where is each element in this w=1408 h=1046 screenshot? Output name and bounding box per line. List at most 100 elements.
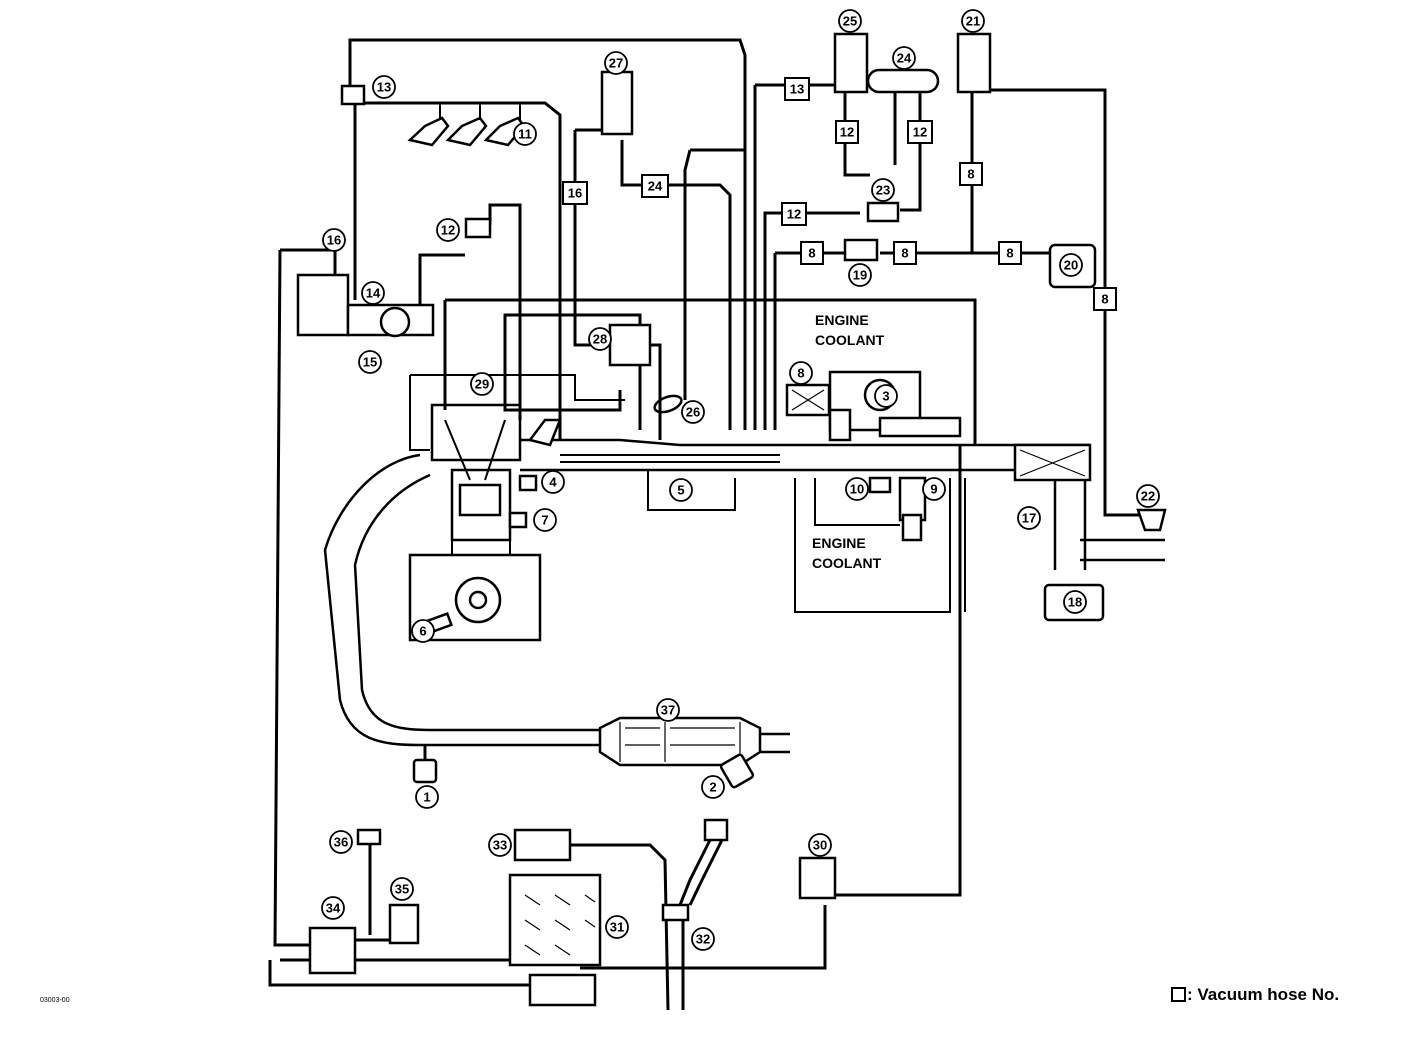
- solenoid-21: [956, 32, 992, 94]
- callout-16: 16: [322, 228, 346, 252]
- svg-text:34: 34: [326, 901, 341, 916]
- svg-text:31: 31: [610, 920, 624, 935]
- oxygen-sensor-rear: [719, 753, 755, 789]
- solenoid-30: [798, 856, 837, 900]
- sensor-7: [508, 511, 528, 529]
- hose-label-8-c: 8: [998, 241, 1022, 265]
- callout-3: 3: [874, 384, 898, 408]
- svg-text:29: 29: [475, 377, 489, 392]
- engine-coolant-label-bottom-2: COOLANT: [812, 555, 882, 571]
- callout-13: 13: [372, 75, 396, 99]
- thermo-valve: [901, 513, 923, 542]
- hose-label-8-e: 8: [1093, 287, 1117, 311]
- callout-1: 1: [415, 785, 439, 809]
- callout-34: 34: [321, 896, 345, 920]
- svg-text:33: 33: [493, 838, 507, 853]
- svg-text:21: 21: [966, 14, 980, 29]
- check-valve-23: [866, 201, 900, 223]
- svg-text:37: 37: [661, 703, 675, 718]
- engine: [408, 374, 625, 642]
- callout-21: 21: [961, 9, 985, 33]
- svg-text:17: 17: [1022, 511, 1036, 526]
- callout-32: 32: [691, 927, 715, 951]
- svg-text:6: 6: [419, 624, 426, 639]
- callout-27: 27: [604, 51, 628, 75]
- svg-text:3: 3: [882, 389, 889, 404]
- callout-2: 2: [701, 775, 725, 799]
- pressure-regulator-16: [296, 273, 350, 337]
- svg-text:11: 11: [518, 127, 532, 142]
- callout-37: 37: [656, 698, 680, 722]
- legend: : Vacuum hose No.: [1171, 985, 1339, 1004]
- svg-text:8: 8: [967, 167, 974, 182]
- callout-36: 36: [329, 830, 353, 854]
- svg-text:12: 12: [913, 125, 927, 140]
- callout-31: 31: [605, 915, 629, 939]
- check-valve-19: [843, 238, 879, 262]
- sensor-28: [608, 323, 652, 367]
- callout-9: 9: [922, 477, 946, 501]
- svg-text:16: 16: [568, 186, 582, 201]
- callout-14: 14: [361, 281, 385, 305]
- svg-text:28: 28: [593, 332, 607, 347]
- fuel-pump-14: [379, 306, 411, 338]
- callout-6: 6: [411, 619, 435, 643]
- callout-20: 20: [1059, 253, 1083, 277]
- svg-text:8: 8: [808, 246, 815, 261]
- svg-text:2: 2: [709, 780, 716, 795]
- svg-text:1: 1: [423, 790, 430, 805]
- callout-30: 30: [808, 833, 832, 857]
- callout-7: 7: [533, 508, 557, 532]
- callout-35: 35: [390, 877, 414, 901]
- svg-text:12: 12: [840, 125, 854, 140]
- callout-26: 26: [681, 400, 705, 424]
- sensor-26: [653, 394, 683, 414]
- svg-text:12: 12: [787, 207, 801, 222]
- svg-text:22: 22: [1141, 489, 1155, 504]
- svg-text:19: 19: [853, 268, 867, 283]
- svg-text:14: 14: [366, 286, 381, 301]
- hose-label-16: 16: [562, 181, 588, 205]
- svg-text:24: 24: [897, 51, 912, 66]
- svg-text:13: 13: [790, 82, 804, 97]
- svg-text:8: 8: [1101, 292, 1108, 307]
- solenoid-27: [600, 70, 634, 136]
- text-labels: ENGINE COOLANT ENGINE COOLANT 03003-00: [40, 312, 885, 1004]
- svg-text:25: 25: [843, 14, 857, 29]
- hose-label-12-b: 12: [907, 120, 933, 144]
- valve-22: [1136, 508, 1167, 532]
- callout-25: 25: [838, 9, 862, 33]
- svg-text:8: 8: [901, 246, 908, 261]
- svg-text:5: 5: [677, 483, 684, 498]
- callout-33: 33: [488, 833, 512, 857]
- svg-text:8: 8: [797, 366, 804, 381]
- legend-text: : Vacuum hose No.: [1187, 985, 1339, 1004]
- callout-22: 22: [1136, 484, 1160, 508]
- callout-12: 12: [436, 218, 460, 242]
- hose-label-8-b: 8: [893, 241, 917, 265]
- svg-text:27: 27: [609, 56, 623, 71]
- callout-18: 18: [1063, 590, 1087, 614]
- svg-text:16: 16: [327, 233, 341, 248]
- oxygen-sensor-front: [412, 758, 438, 784]
- vacuum-hoses: [268, 38, 1140, 1011]
- callout-15: 15: [358, 350, 382, 374]
- hose-label-24: 24: [641, 174, 669, 198]
- hose-label-12-a: 12: [835, 120, 859, 144]
- callout-5: 5: [669, 478, 693, 502]
- engine-coolant-label-bottom-1: ENGINE: [812, 535, 866, 551]
- svg-text:13: 13: [377, 80, 391, 95]
- callout-17: 17: [1017, 506, 1041, 530]
- legend-box-icon: [1171, 987, 1186, 1002]
- component-13: [340, 84, 366, 106]
- engine-coolant-label-top-1: ENGINE: [815, 312, 869, 328]
- svg-text:7: 7: [541, 513, 548, 528]
- hose-label-12-c: 12: [781, 202, 807, 226]
- hose-label-13: 13: [784, 77, 810, 101]
- callout-4: 4: [541, 470, 565, 494]
- svg-text:4: 4: [549, 475, 557, 490]
- exhaust-system: [323, 453, 790, 789]
- hose-label-8-a: 8: [800, 241, 824, 265]
- callout-28: 28: [588, 327, 612, 351]
- callout-24: 24: [892, 46, 916, 70]
